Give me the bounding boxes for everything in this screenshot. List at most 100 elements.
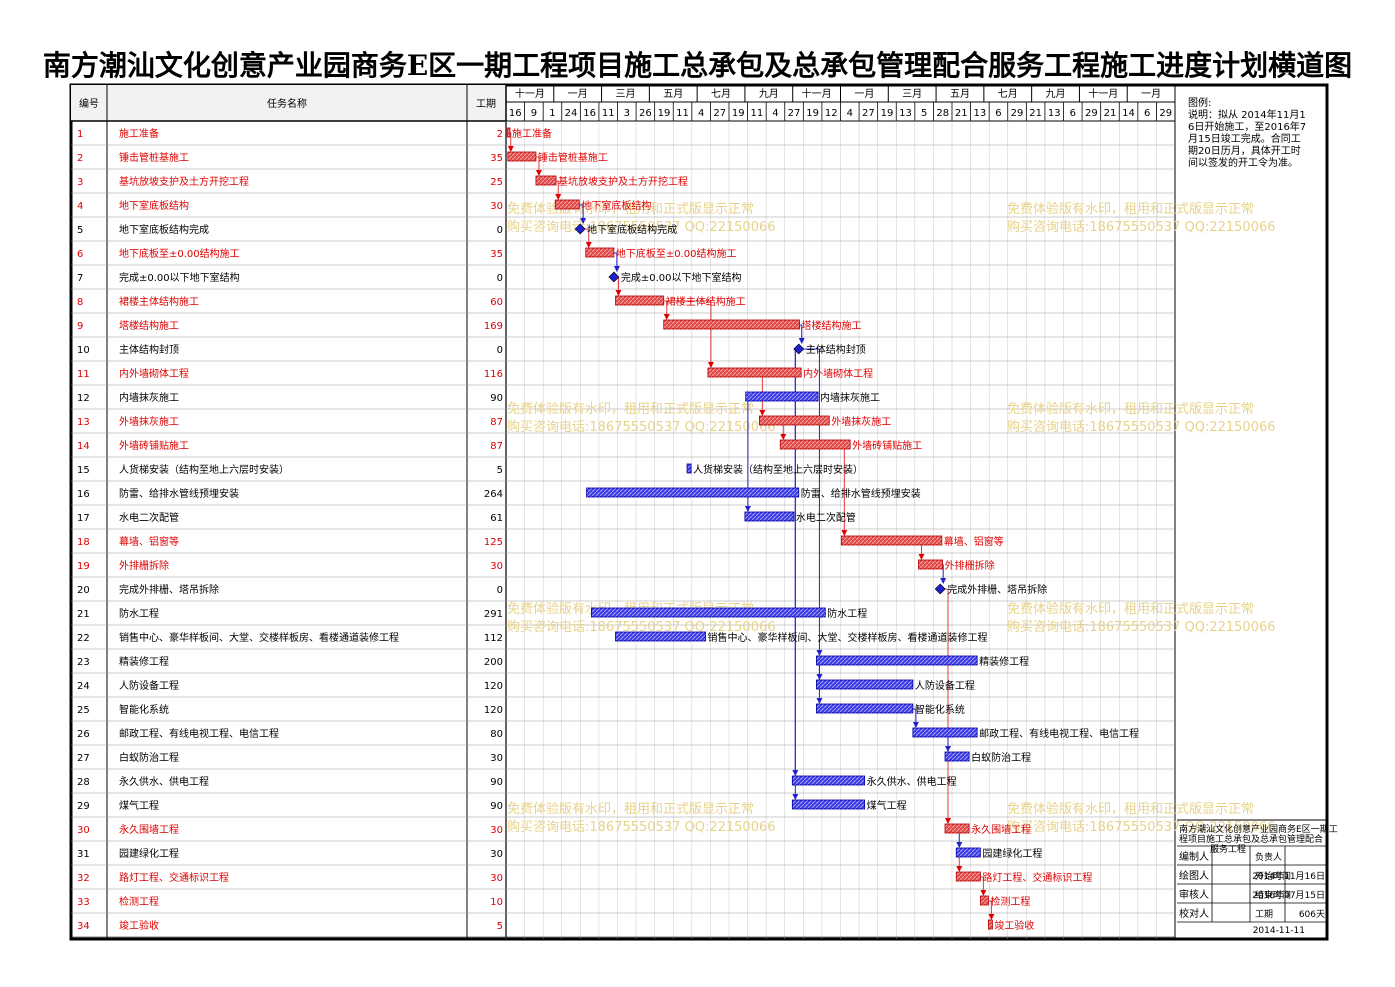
task-id: 11 (77, 369, 90, 380)
month-label: 九月 (1046, 88, 1066, 100)
bar-label: 防雷、给排水管线预埋安装 (801, 487, 921, 500)
task-id: 27 (77, 753, 90, 764)
task-bar (615, 631, 706, 642)
task-duration: 5 (497, 921, 503, 932)
day-label: 29 (1159, 108, 1172, 119)
task-bar (745, 391, 819, 402)
task-bar (944, 823, 970, 834)
day-label: 4 (847, 108, 853, 119)
bar-label: 内墙抹灰施工 (820, 391, 880, 404)
day-label: 3 (624, 108, 630, 119)
info-value: 606天 (1299, 910, 1325, 920)
task-id: 10 (77, 345, 90, 356)
info-date: 2014-11-11 (1253, 926, 1305, 936)
task-duration: 10 (490, 897, 503, 908)
day-label: 19 (806, 108, 819, 119)
task-id: 30 (77, 825, 90, 836)
legend-note: 间以签发的开工令为准。 (1188, 156, 1298, 169)
day-label: 6 (1070, 108, 1076, 119)
milestone-marker (574, 223, 586, 235)
legend-note: 6日开始施工，至2016年7 (1188, 120, 1306, 133)
task-bar (758, 415, 830, 426)
task-name: 内外墙砌体工程 (119, 367, 189, 380)
task-name: 人防设备工程 (119, 679, 179, 692)
task-duration: 60 (490, 297, 503, 308)
dependency-arrow (798, 324, 805, 344)
task-bar (912, 727, 978, 738)
page-title: 南方潮汕文化创意产业园商务E区一期工程项目施工总承包及总承包管理配合服务工程施工… (42, 49, 1353, 82)
task-duration: 30 (490, 753, 503, 764)
task-name: 煤气工程 (119, 799, 159, 812)
bar-label: 幕墙、铝窗等 (944, 535, 1004, 548)
task-name: 销售中心、豪华样板间、大堂、交楼样板房、看楼通道装修工程 (119, 631, 399, 644)
task-id: 16 (77, 489, 90, 500)
task-duration: 90 (490, 801, 503, 812)
task-duration: 0 (497, 225, 503, 236)
bar-label: 邮政工程、有线电视工程、电信工程 (979, 727, 1139, 740)
task-name: 锤击管桩基施工 (119, 151, 189, 164)
bar-label: 智能化系统 (915, 703, 965, 716)
task-id: 15 (77, 465, 90, 476)
task-duration: 30 (490, 561, 503, 572)
task-duration: 61 (490, 513, 503, 524)
milestone-marker (793, 343, 805, 355)
watermark-text: 购买咨询电话:18675550537 QQ:22150066 (507, 819, 776, 835)
day-label: 28 (936, 108, 949, 119)
day-label: 29 (1011, 108, 1024, 119)
bar-label: 人货梯安装（结构至地上六层时安装） (693, 463, 863, 476)
bar-label: 裙楼主体结构施工 (666, 295, 746, 308)
task-name: 主体结构封顶 (119, 343, 179, 356)
task-name: 塔楼结构施工 (119, 319, 179, 332)
bar-label: 地下室底板结构 (581, 199, 651, 212)
day-label: 19 (881, 108, 894, 119)
task-duration: 35 (490, 153, 503, 164)
bar-label: 主体结构封顶 (806, 343, 866, 356)
task-bar (944, 751, 970, 762)
task-id: 17 (77, 513, 90, 524)
day-label: 24 (565, 108, 578, 119)
task-duration: 80 (490, 729, 503, 740)
bar-label: 完成±0.00以下地下室结构 (621, 271, 742, 284)
task-name: 精装修工程 (119, 655, 169, 668)
task-duration: 5 (497, 465, 503, 476)
bar-label: 外墙抹灰施工 (831, 415, 891, 428)
dependency-arrow (912, 708, 919, 728)
task-bar (686, 463, 692, 474)
day-label: 16 (583, 108, 596, 119)
day-label: 6 (995, 108, 1001, 119)
dependency-arrow (792, 348, 799, 776)
task-name: 地下底板至±0.00结构施工 (119, 247, 240, 260)
dependency-arrow (535, 156, 542, 176)
task-duration: 120 (484, 681, 503, 692)
day-label: 16 (509, 108, 522, 119)
task-duration: 35 (490, 249, 503, 260)
info-key: 结束时间 (1255, 889, 1291, 901)
task-duration: 291 (484, 609, 503, 620)
bar-label: 人防设备工程 (915, 679, 975, 692)
legend-note: 说明：拟从 2014年11月1 (1188, 108, 1306, 121)
task-name: 智能化系统 (119, 703, 169, 716)
task-id: 31 (77, 849, 90, 860)
bar-label: 精装修工程 (979, 655, 1029, 668)
watermark-text: 免费体验版有水印，租用和正式版显示正常 (507, 401, 754, 417)
month-label: 七月 (711, 88, 731, 100)
header-bg (71, 85, 506, 121)
task-duration: 90 (490, 393, 503, 404)
task-bar (918, 559, 944, 570)
watermark-text: 免费体验版有水印，租用和正式版显示正常 (1007, 201, 1254, 217)
task-duration: 0 (497, 585, 503, 596)
task-bar (955, 871, 981, 882)
bar-label: 竣工验收 (994, 919, 1034, 932)
month-label: 五月 (663, 88, 683, 100)
task-duration: 264 (484, 489, 503, 500)
bar-label: 塔楼结构施工 (802, 319, 862, 332)
month-label: 十一月 (802, 87, 832, 100)
task-duration: 30 (490, 825, 503, 836)
task-name: 幕墙、铝窗等 (119, 535, 179, 548)
chart-frame (69, 83, 1329, 941)
dependency-arrow (613, 252, 620, 272)
watermark-text: 免费体验版有水印，租用和正式版显示正常 (1007, 601, 1254, 617)
month-label: 十一月 (1088, 87, 1118, 100)
bar-label: 外墙砖铺贴施工 (852, 439, 922, 452)
task-duration: 30 (490, 849, 503, 860)
